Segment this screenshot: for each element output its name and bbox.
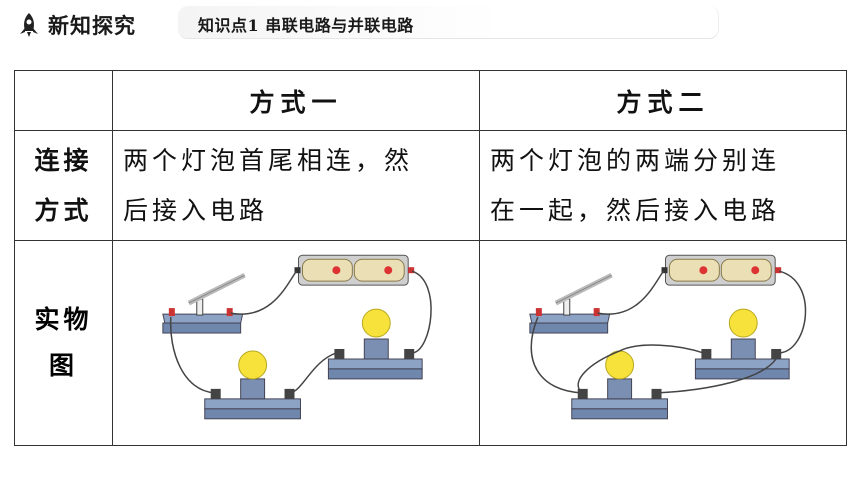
table-header-row: 方式一 方式二 bbox=[14, 70, 847, 131]
row-header-connection: 连接 方式 bbox=[14, 130, 113, 241]
bulb-icon bbox=[571, 350, 668, 420]
row-header-line: 连接 bbox=[34, 145, 93, 175]
section-subtitle: 知识点1 串联电路与并联电路 bbox=[198, 16, 414, 35]
corner-cell bbox=[14, 70, 113, 131]
table-row-connection: 连接 方式 两个灯泡首尾相连，然 后接入电路 两个灯泡的两端分别连 在一起，然后… bbox=[14, 130, 847, 241]
bulb-icon bbox=[327, 308, 423, 380]
cell-line: 在一起，然后接入电路 bbox=[490, 195, 781, 225]
wires bbox=[530, 270, 807, 394]
column-header-method1: 方式一 bbox=[112, 70, 480, 131]
cell-line: 后接入电路 bbox=[123, 195, 269, 225]
wires bbox=[169, 270, 432, 394]
cell-line: 两个灯泡首尾相连，然 bbox=[123, 145, 414, 175]
subtitle-banner bbox=[178, 6, 719, 39]
comparison-table: 方式一 方式二 连接 方式 两个灯泡首尾相连，然 后接入电路 两个灯泡的两端分别… bbox=[14, 70, 847, 446]
switch-icon bbox=[529, 272, 613, 334]
cell-method1-connection: 两个灯泡首尾相连，然 后接入电路 bbox=[112, 130, 480, 241]
column-header-method2: 方式二 bbox=[479, 70, 847, 131]
battery-icon bbox=[661, 254, 782, 286]
cell-parallel-picture bbox=[479, 240, 847, 446]
rocket-icon bbox=[20, 13, 38, 37]
row-header-line: 图 bbox=[48, 351, 78, 380]
row-header-line: 实物 bbox=[34, 305, 93, 334]
cell-method2-connection: 两个灯泡的两端分别连 在一起，然后接入电路 bbox=[479, 130, 847, 241]
switch-icon bbox=[162, 272, 246, 334]
parallel-circuit-illustration bbox=[529, 254, 807, 420]
row-header-picture: 实物 图 bbox=[14, 240, 113, 446]
table-row-picture: 实物 图 bbox=[14, 240, 847, 446]
cell-series-picture bbox=[112, 240, 480, 446]
bulb-icon bbox=[204, 350, 301, 420]
section-title: 新知探究 bbox=[48, 13, 136, 38]
bulb-icon bbox=[694, 308, 790, 380]
cell-line: 两个灯泡的两端分别连 bbox=[490, 145, 781, 175]
battery-icon bbox=[294, 254, 415, 286]
row-header-line: 方式 bbox=[34, 195, 93, 225]
header: 新知探究 知识点1 串联电路与并联电路 bbox=[14, 6, 834, 40]
series-circuit-illustration bbox=[162, 254, 432, 420]
